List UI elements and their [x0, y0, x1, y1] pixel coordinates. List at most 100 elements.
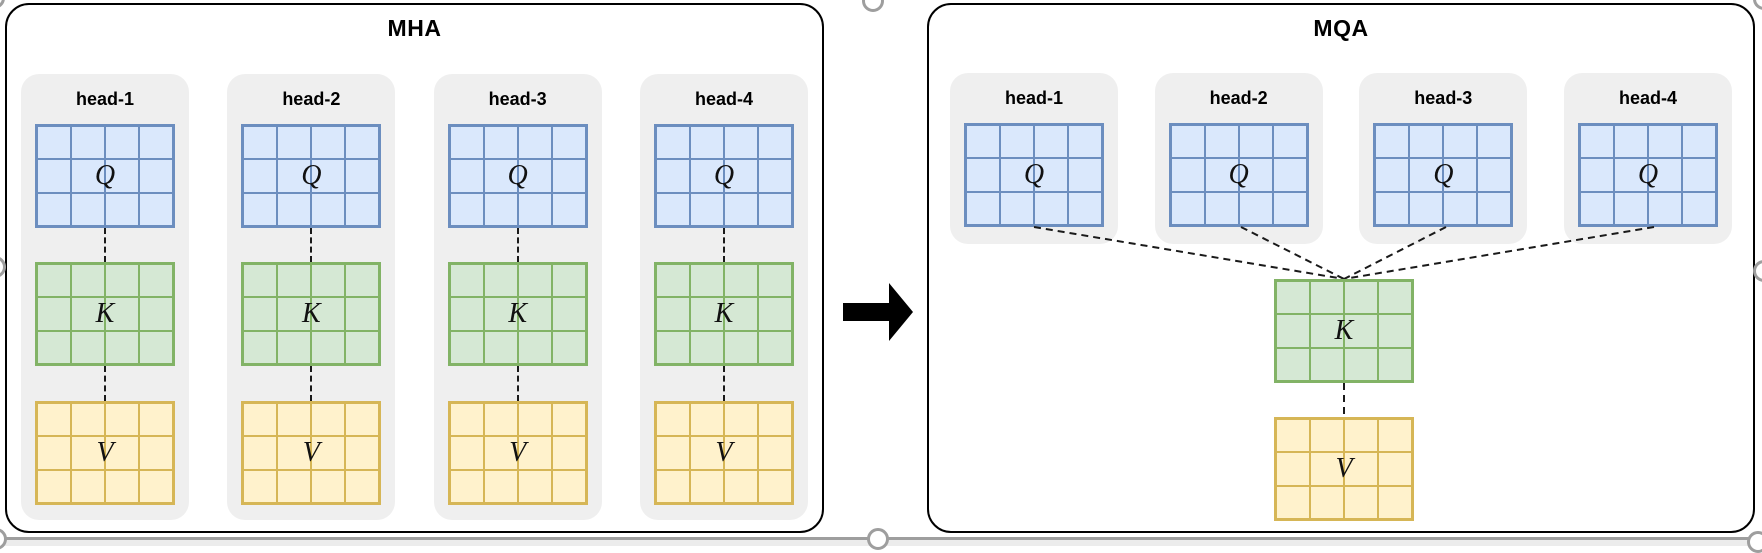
mqa-head-card-1[interactable]: head-1 Q [950, 73, 1118, 244]
matrix-cell [1477, 158, 1512, 192]
q-matrix[interactable]: Q [447, 124, 588, 228]
matrix-cell [1034, 191, 1068, 225]
matrix-cell [1579, 158, 1614, 192]
matrix-cell [449, 159, 484, 193]
matrix-cell [71, 469, 105, 503]
v-matrix[interactable]: V [241, 401, 382, 505]
matrix-cell [37, 264, 71, 298]
matrix-cell [1681, 158, 1716, 192]
matrix-cell [71, 436, 105, 470]
matrix-cell [1204, 125, 1239, 159]
matrix-cell [1272, 191, 1307, 225]
mqa-head-card-2[interactable]: head-2 Q [1154, 73, 1323, 244]
matrix-cell [689, 264, 724, 298]
matrix-cell [311, 126, 346, 160]
matrix-cell [1272, 158, 1307, 192]
matrix-cell [37, 192, 71, 226]
matrix-cell [517, 469, 552, 503]
v-matrix[interactable]: V [447, 401, 588, 505]
matrix-cell [449, 126, 484, 160]
matrix-cell [551, 330, 586, 364]
matrix-cell [37, 436, 71, 470]
matrix-cell [449, 469, 484, 503]
matrix-cell [1409, 158, 1444, 192]
matrix-cell [311, 436, 346, 470]
shared-k-matrix[interactable]: K [1274, 279, 1414, 383]
matrix-cell [449, 192, 484, 226]
matrix-cell [723, 126, 758, 160]
matrix-cell [105, 469, 139, 503]
matrix-cell [655, 264, 690, 298]
matrix-cell [1000, 191, 1034, 225]
matrix-cell [1443, 158, 1478, 192]
matrix-cell [37, 126, 71, 160]
matrix-cell [1238, 125, 1273, 159]
matrix-cell [1375, 191, 1410, 225]
matrix-cell [277, 192, 312, 226]
mha-head-card-4[interactable]: head-4 Q K V [639, 74, 808, 520]
matrix-cell [71, 192, 105, 226]
q-matrix[interactable]: Q [1373, 123, 1514, 227]
q-matrix[interactable]: Q [1577, 123, 1718, 227]
matrix-cell [277, 436, 312, 470]
matrix-cell [689, 469, 724, 503]
matrix-cell [1344, 314, 1378, 348]
kv-connector [104, 366, 106, 401]
q-matrix[interactable]: Q [964, 123, 1104, 227]
matrix-cell [345, 192, 380, 226]
selection-handle-bottom-center[interactable] [867, 528, 889, 550]
matrix-cell [105, 264, 139, 298]
mha-head-card-3[interactable]: head-3 Q K V [433, 74, 602, 520]
q-matrix[interactable]: Q [1168, 123, 1309, 227]
right-arrow-icon[interactable] [843, 283, 913, 341]
selection-handle-bottom-right[interactable] [1747, 531, 1762, 553]
matrix-cell [1000, 158, 1034, 192]
q-matrix[interactable]: Q [241, 124, 382, 228]
matrix-cell [723, 403, 758, 437]
mqa-panel[interactable]: MQA head-1 Q head-2 Q head-3 Q head-4 Q … [927, 3, 1755, 533]
k-matrix[interactable]: K [35, 262, 175, 366]
v-matrix[interactable]: V [653, 401, 794, 505]
matrix-cell [966, 125, 1000, 159]
selection-handle-middle-right[interactable] [1753, 260, 1762, 282]
qk-connector [722, 228, 725, 262]
matrix-cell [37, 469, 71, 503]
matrix-cell [71, 330, 105, 364]
k-matrix[interactable]: K [241, 262, 382, 366]
matrix-cell [723, 436, 758, 470]
matrix-cell [1276, 419, 1310, 453]
mha-panel[interactable]: MHA head-1 Q K V head-2 Q K V head-3 Q K… [5, 3, 824, 533]
selection-handle-bottom-left[interactable] [0, 528, 7, 550]
mqa-panel-title: MQA [1313, 15, 1369, 41]
matrix-cell [723, 469, 758, 503]
head-label: head-1 [1004, 87, 1064, 108]
shared-v-matrix[interactable]: V [1274, 417, 1414, 521]
matrix-cell [483, 436, 518, 470]
matrix-cell [483, 297, 518, 331]
matrix-cell [311, 403, 346, 437]
q-matrix[interactable]: Q [653, 124, 794, 228]
selection-handle-top-left[interactable] [0, 0, 5, 9]
k-matrix[interactable]: K [447, 262, 588, 366]
matrix-cell [1378, 347, 1412, 381]
matrix-cell [139, 297, 173, 331]
matrix-cell [757, 264, 792, 298]
mha-heads-row: head-1 Q K V head-2 Q K V head-3 Q K V h… [7, 74, 822, 520]
matrix-cell [1344, 452, 1378, 486]
mha-panel-title: MHA [387, 15, 442, 41]
matrix-cell [311, 264, 346, 298]
matrix-cell [345, 297, 380, 331]
matrix-cell [551, 469, 586, 503]
matrix-cell [105, 126, 139, 160]
selection-handle-top-right[interactable] [1753, 0, 1762, 10]
mqa-head-card-4[interactable]: head-4 Q [1563, 73, 1732, 244]
v-matrix[interactable]: V [35, 401, 175, 505]
q-matrix[interactable]: Q [35, 124, 175, 228]
mha-head-card-2[interactable]: head-2 Q K V [227, 74, 396, 520]
k-matrix[interactable]: K [653, 262, 794, 366]
matrix-cell [311, 469, 346, 503]
mqa-head-card-3[interactable]: head-3 Q [1359, 73, 1528, 244]
selection-handle-top-center[interactable] [862, 0, 884, 12]
matrix-cell [689, 192, 724, 226]
mha-head-card-1[interactable]: head-1 Q K V [21, 74, 189, 520]
